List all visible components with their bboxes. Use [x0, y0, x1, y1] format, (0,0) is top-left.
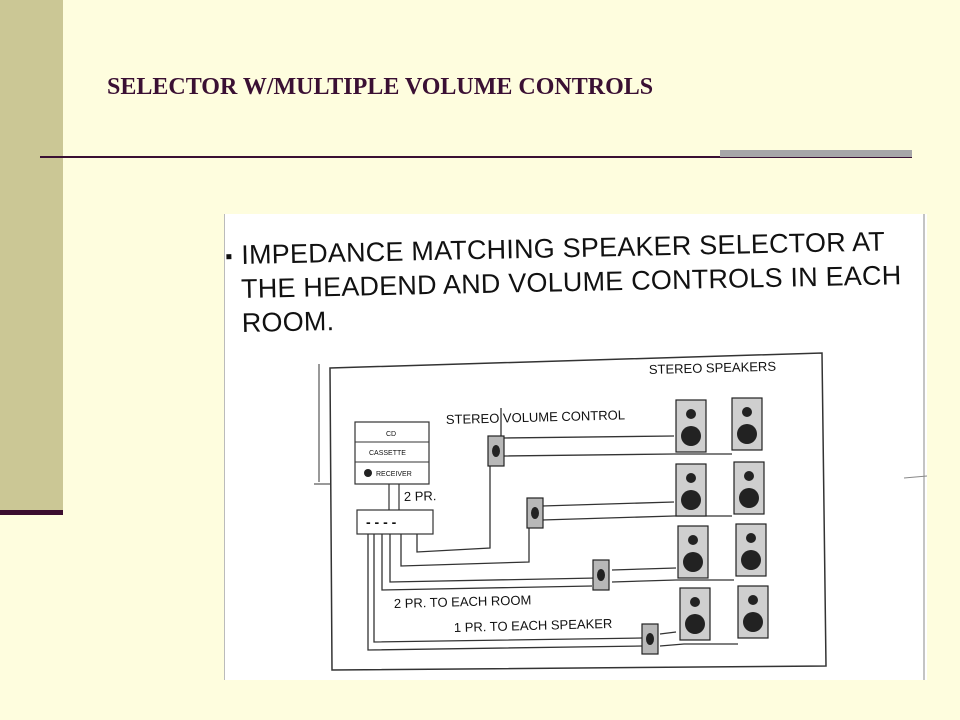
selector-marks: - - - - [366, 514, 397, 530]
speaker-icon [679, 587, 711, 641]
speaker-icon [737, 585, 769, 639]
label-two-pair: 2 PR. [404, 488, 437, 504]
speaker-icon [731, 397, 763, 451]
selector-box [356, 509, 434, 535]
scanned-diagram: IMPEDANCE MATCHING SPEAKER SELECTOR AT T… [224, 214, 927, 680]
wiring [367, 408, 738, 651]
title-rule-highlight [720, 150, 912, 157]
label-one-pair-each-speaker: 1 PR. TO EACH SPEAKER [454, 616, 613, 635]
source-receiver: RECEIVER [376, 471, 412, 478]
sidebar-bar [0, 0, 63, 510]
speaker-icon [677, 525, 709, 579]
speaker-icon [733, 461, 765, 515]
speaker-selector: - - - - [356, 484, 434, 535]
label-stereo-speakers: STEREO SPEAKERS [649, 359, 777, 377]
label-two-pair-each-room: 2 PR. TO EACH ROOM [394, 592, 532, 611]
speaker-icon [735, 523, 767, 577]
wiring-diagram: STEREO SPEAKERS STEREO VOLUME CONTROL 2 … [224, 214, 927, 680]
slide-title: SELECTOR W/MULTIPLE VOLUME CONTROLS [107, 74, 654, 100]
scan-edge [903, 475, 927, 479]
label-stereo-volume-control: STEREO VOLUME CONTROL [446, 407, 625, 427]
speaker-icon [675, 463, 707, 517]
source-cassette: CASSETTE [369, 450, 406, 457]
diagram-frame [329, 352, 827, 671]
receiver-knob-icon [364, 469, 372, 477]
source-stack: CD CASSETTE RECEIVER [354, 421, 430, 485]
volume-controls [487, 435, 659, 655]
title-rule [40, 156, 912, 158]
sidebar-accent [0, 510, 63, 515]
stereo-speakers [675, 397, 769, 641]
source-cd: CD [386, 431, 396, 438]
speaker-icon [675, 399, 707, 453]
